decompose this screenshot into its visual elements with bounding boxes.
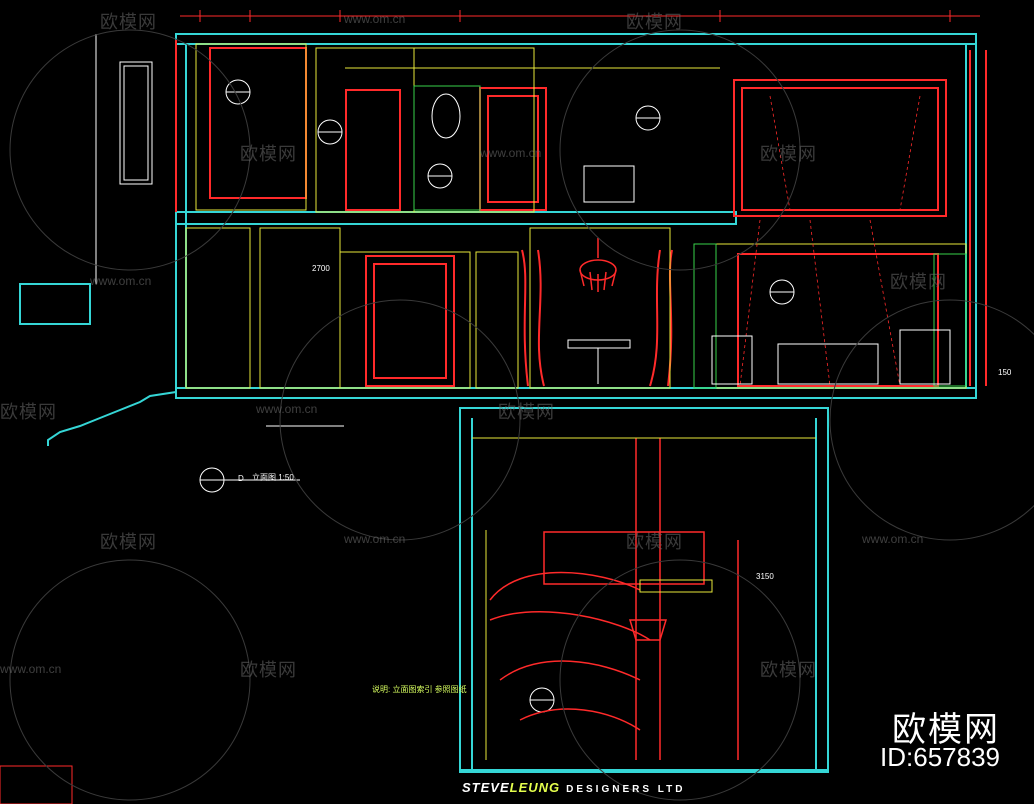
reference-bubbles xyxy=(199,79,795,713)
section-title: 立面图 1:50 xyxy=(252,473,294,482)
dim-2700: 2700 xyxy=(312,264,330,273)
watermark-logo-text: 欧模网 xyxy=(100,12,157,32)
watermark-logo-text: 欧模网 xyxy=(890,272,947,292)
general-note: 说明: 立面图索引 参照图纸 xyxy=(372,685,467,694)
dashed-hidden-lines xyxy=(739,95,921,387)
brand-id: ID:657839 xyxy=(880,742,1000,772)
stair-section-yellow xyxy=(472,437,816,760)
stair-section-outline xyxy=(459,407,829,773)
watermark-logo-text: 欧模网 xyxy=(240,660,297,680)
watermark-circles xyxy=(9,29,1034,801)
chandelier xyxy=(579,238,617,292)
scale-lines xyxy=(224,425,344,481)
watermark-logo-text: 欧模网 xyxy=(498,402,555,422)
watermark-url: www.om.cn xyxy=(90,274,152,288)
title-block-corner xyxy=(0,765,73,804)
furniture-silhouettes xyxy=(431,93,951,385)
designer-name-part2: LEUNG xyxy=(509,780,561,795)
top-dimension-chain xyxy=(180,10,980,22)
watermark-logo-text: 欧模网 xyxy=(0,402,57,422)
watermark-url: www.om.cn xyxy=(480,146,542,160)
dim-3150: 3150 xyxy=(756,572,774,581)
designer-suffix: DESIGNERS LTD xyxy=(566,784,686,795)
exterior-wall-panel xyxy=(95,34,153,284)
watermark-url: www.om.cn xyxy=(256,402,318,416)
section-label: D xyxy=(238,474,244,483)
watermark-logo-text: 欧模网 xyxy=(760,660,817,680)
watermark-logo-text: 欧模网 xyxy=(240,144,297,164)
watermark-url: www.om.cn xyxy=(344,532,406,546)
designer-credit: STEVELEUNG DESIGNERS LTD xyxy=(462,780,686,795)
watermark-logo-text: 欧模网 xyxy=(626,12,683,32)
watermark-logo-text: 欧模网 xyxy=(626,532,683,552)
stair-section-detail xyxy=(489,438,739,760)
watermark-url: www.om.cn xyxy=(862,532,924,546)
watermark-url: www.om.cn xyxy=(0,662,62,676)
watermark-logo-text: 欧模网 xyxy=(100,532,157,552)
red-detail-elements xyxy=(175,40,987,387)
dim-150: 150 xyxy=(998,368,1012,377)
designer-name-part1: STEVE xyxy=(462,780,510,795)
watermark-logo-text: 欧模网 xyxy=(760,144,817,164)
green-linework xyxy=(413,85,967,389)
brand-watermark: 欧模网 xyxy=(892,711,1000,749)
watermark-url: www.om.cn xyxy=(344,12,406,26)
